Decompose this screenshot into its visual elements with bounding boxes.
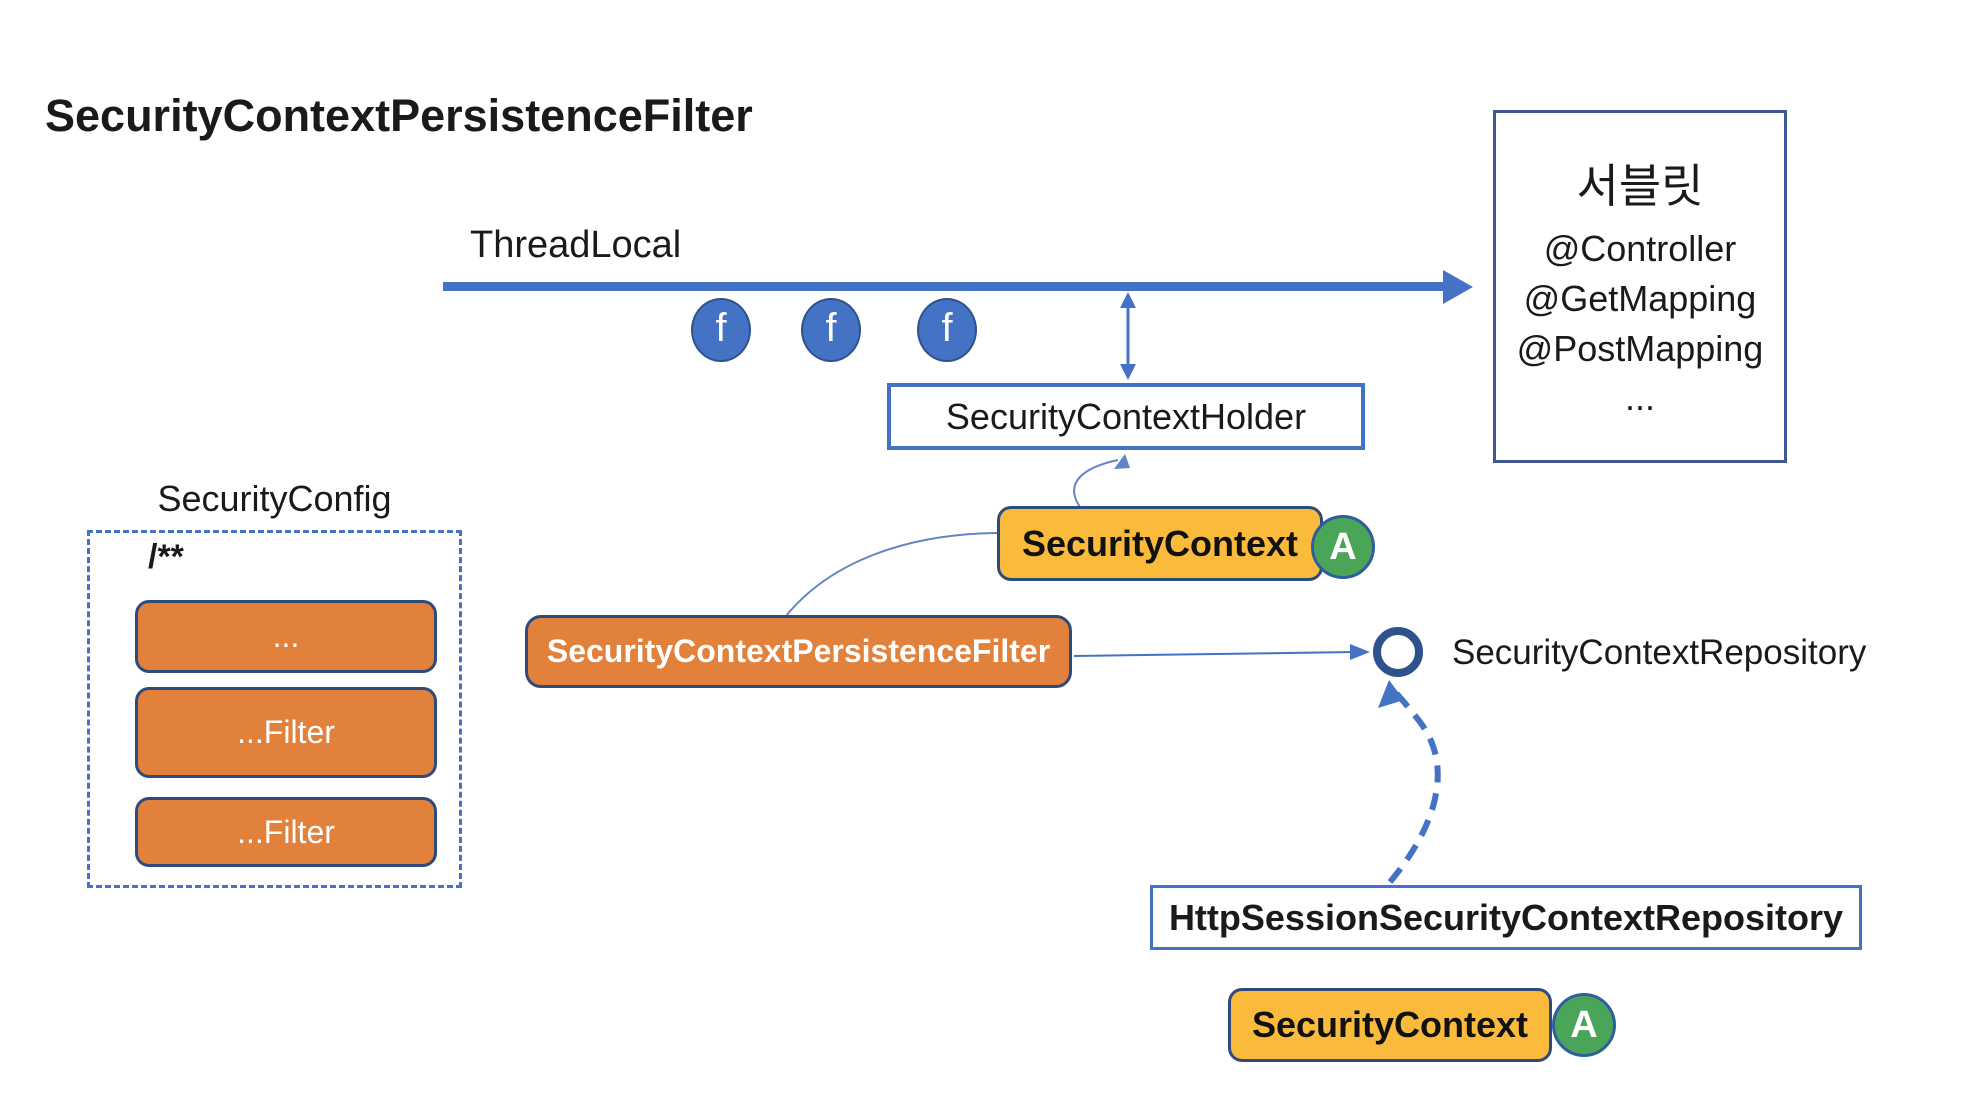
path-pattern-label: /** [148,538,184,576]
authentication-badge: A [1552,993,1616,1057]
security-context-chip: SecurityContext [1228,988,1552,1062]
thread-flow-arrow [443,270,1473,304]
filter-badge-icon: f [691,298,751,362]
page-title: SecurityContextPersistenceFilter [45,90,753,141]
filter-pill: ... [135,600,437,673]
servlet-annotation: @GetMapping [1523,277,1757,319]
filter-pill: ...Filter [135,687,437,778]
filter-to-context-curve [785,532,998,617]
servlet-ellipsis: ... [1624,377,1655,419]
updown-arrow [1120,292,1136,380]
servlet-annotation: @Controller [1543,228,1737,270]
security-config-dashed-region [87,530,462,888]
security-context-chip: SecurityContext [997,506,1323,581]
filter-pill: ...Filter [135,797,437,867]
security-context-holder-box: SecurityContextHolder [887,383,1365,450]
repository-impl-dashed-arrow [1378,680,1441,884]
http-session-security-context-repository-box: HttpSessionSecurityContextRepository [1150,885,1862,950]
security-config-label: SecurityConfig [157,478,392,519]
authentication-badge: A [1311,515,1375,579]
filter-badge-icon: f [917,298,977,362]
security-context-repository-label: SecurityContextRepository [1452,633,1867,672]
interface-lollipop-icon [1373,627,1423,677]
servlet-title: 서블릿 [1576,160,1704,213]
filter-badge-icon: f [801,298,861,362]
servlet-box: 서블릿 @Controller @GetMapping @PostMapping… [1493,110,1787,463]
filter-to-repository-arrow [1073,644,1370,660]
security-context-persistence-filter-box: SecurityContextPersistenceFilter [525,615,1072,688]
threadlocal-label: ThreadLocal [470,224,682,266]
servlet-annotation: @PostMapping [1516,327,1764,369]
context-to-holder-arrow [1073,454,1130,508]
